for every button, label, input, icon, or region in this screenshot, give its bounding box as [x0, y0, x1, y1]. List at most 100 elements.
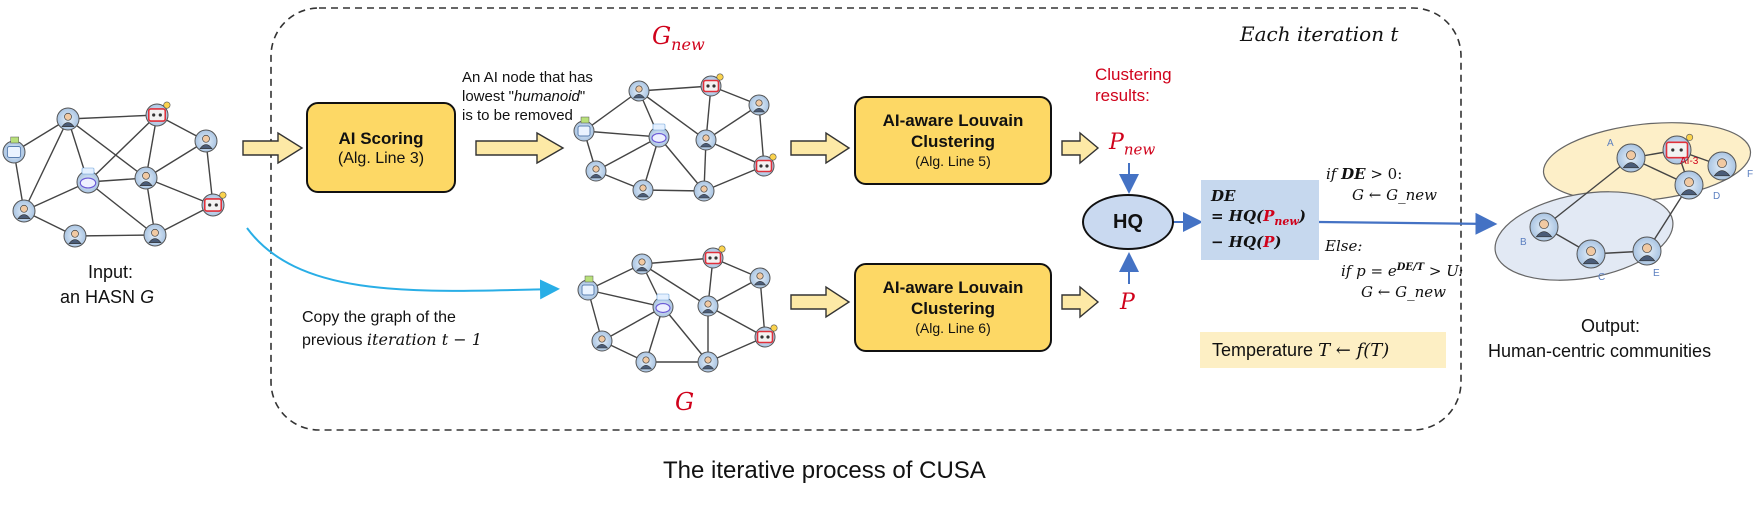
ai-robot-node [754, 324, 778, 348]
graph-edge [583, 130, 660, 138]
ai-robot-node [1662, 133, 1694, 165]
graph-edge [638, 90, 707, 141]
human-node [591, 330, 613, 352]
community-node-label: B [1520, 237, 1527, 248]
human-node [1529, 212, 1559, 242]
ai-scoring-box: AI Scoring (Alg. Line 3) [306, 102, 456, 193]
g-new-letter: G [652, 22, 672, 50]
human-node [573, 116, 595, 142]
human-node [693, 180, 715, 202]
output-node-c [1576, 239, 1606, 269]
else-condition: if p = eDE/T > U: [1341, 262, 1464, 280]
p-new-label: Pnew [1109, 130, 1155, 158]
community-node-label: A [1607, 138, 1614, 149]
human-node [585, 160, 607, 182]
graph-edge [67, 118, 147, 179]
graph-edge [23, 118, 69, 212]
temperature-formula: T ← f(T) [1318, 339, 1390, 361]
g-graph [577, 245, 778, 373]
block-arrow-louvain-bottom [1061, 285, 1100, 319]
human-node [635, 351, 657, 373]
human-node [1674, 170, 1704, 200]
else-action: G ← G_new [1361, 283, 1446, 301]
human-node [2, 136, 26, 164]
temperature-text: Temperature [1212, 339, 1314, 360]
arrow-de-output [1318, 212, 1498, 235]
caption: The iterative process of CUSA [663, 457, 986, 484]
human-node [1616, 143, 1646, 173]
graph-edge [145, 177, 214, 206]
if-rule-action: G ← G_new [1352, 186, 1437, 204]
graph-edge [583, 90, 640, 132]
input-label-line2: an HASN G [60, 287, 154, 308]
remove-note: An AI node that has lowest "humanoid" is… [462, 68, 593, 125]
if-rule: if DE > 0: G ← G_new [1326, 164, 1437, 206]
graph-edge [601, 306, 664, 342]
output-node-a [1616, 143, 1646, 173]
g-new-sub: new [671, 34, 705, 54]
graph-edge [145, 140, 207, 179]
iteration-label: Each iteration t [1240, 22, 1399, 46]
louvain-bottom-title1: AI-aware Louvain [882, 278, 1024, 297]
human-node [194, 129, 218, 153]
output-node-ai3 [1662, 133, 1694, 165]
louvain-bottom-title2: Clustering [910, 299, 996, 318]
block-arrow-input [242, 131, 304, 165]
ai-agent-node [76, 167, 100, 194]
iteration-frame [270, 7, 1462, 431]
graph-edge [587, 289, 664, 308]
human-node [697, 295, 719, 317]
ai-scoring-title: AI Scoring [338, 128, 424, 148]
temperature-box: Temperature T ← f(T) [1200, 332, 1446, 368]
output-node-f [1707, 151, 1737, 181]
remove-note-line2: lowest "humanoid" [462, 88, 586, 105]
louvain-top-subtitle: (Alg. Line 5) [915, 153, 991, 169]
graph-edge [595, 136, 660, 172]
g-new-label: Gnew [652, 22, 705, 54]
human-node [748, 94, 770, 116]
ai-scoring-subtitle: (Alg. Line 3) [337, 149, 425, 167]
output-label-line2: Human-centric communities [1488, 341, 1712, 361]
block-arrow-g [790, 285, 851, 319]
human-node [631, 253, 653, 275]
graph-edge [658, 136, 705, 192]
g-label: G [675, 388, 695, 416]
community-node-label: E [1653, 268, 1660, 279]
hq-label: HQ [1113, 210, 1143, 233]
block-arrow-scoring [475, 131, 565, 165]
graph-edge [1543, 157, 1632, 228]
graph-edge [74, 234, 156, 237]
output-node-d [1674, 170, 1704, 200]
block-arrow-gnew [790, 131, 851, 165]
human-node [1632, 236, 1662, 266]
human-node [749, 267, 771, 289]
remove-note-line3: is to be removed [462, 107, 573, 124]
graph-edge [87, 181, 156, 236]
ai-robot-node [702, 245, 726, 269]
hq-node: HQ [1082, 194, 1174, 250]
graph-edge [638, 85, 712, 92]
input-label-text: an HASN [60, 287, 136, 307]
p-new-sub: new [1123, 140, 1156, 159]
louvain-top-title1: AI-aware Louvain [882, 111, 1024, 130]
copy-note: Copy the graph of the previous iteration… [302, 307, 482, 352]
graph-edge [641, 263, 709, 307]
graph-edge [87, 114, 158, 183]
de-line1: DE [1211, 187, 1236, 205]
else-label: Else: [1325, 237, 1363, 255]
clustering-results-label: Clustering results: [1095, 64, 1172, 106]
output-label-line1: Output: [1581, 316, 1641, 336]
human-node [143, 223, 167, 247]
input-label-line1: Input: [88, 262, 134, 282]
ai-agent-node [648, 123, 670, 148]
de-line3: − HQ(P) [1211, 233, 1282, 251]
copy-note-line2: previous iteration t − 1 [302, 330, 482, 349]
human-node [63, 224, 87, 248]
graph-edge [67, 114, 158, 120]
graph-edge [705, 104, 760, 141]
community-node-label: C [1598, 272, 1605, 283]
block-arrows [242, 131, 1100, 319]
p-label: P [1120, 290, 1135, 315]
